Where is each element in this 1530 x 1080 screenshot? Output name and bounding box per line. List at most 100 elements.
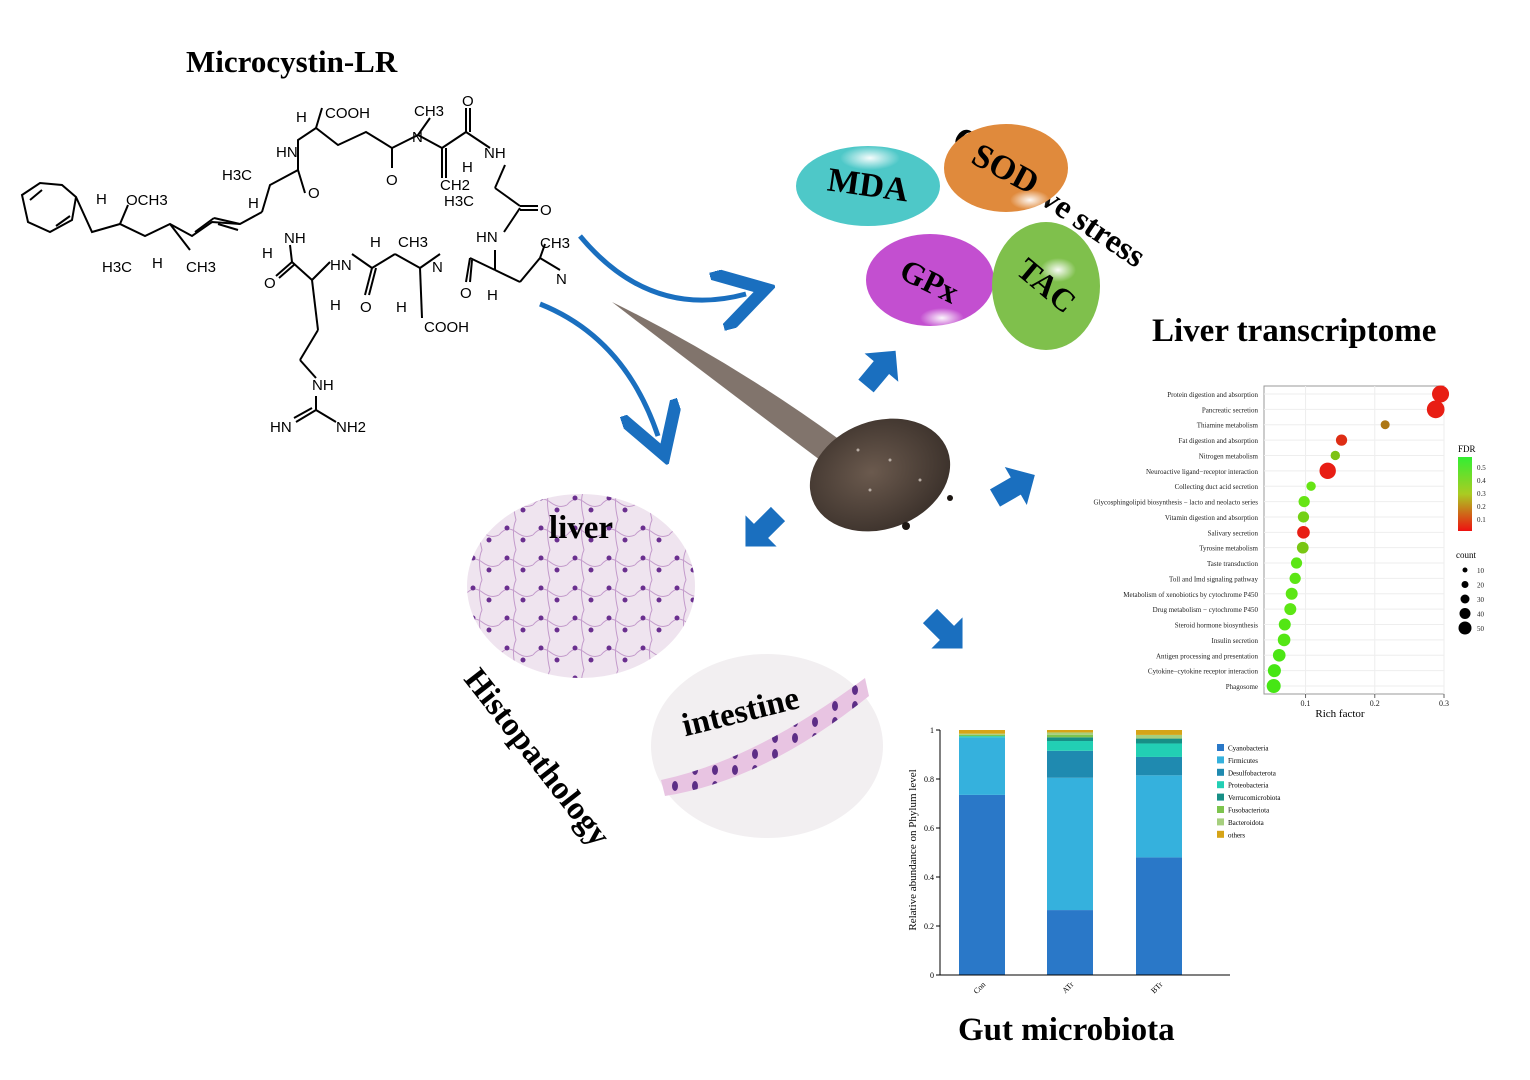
svg-text:HN: HN xyxy=(330,257,352,274)
svg-text:O: O xyxy=(386,172,398,189)
stacked-bar-segment xyxy=(1047,734,1093,738)
stacked-ytick: 1 xyxy=(930,726,934,735)
svg-text:HN: HN xyxy=(270,419,292,436)
block-arrow-up xyxy=(858,350,899,393)
arrow-to-histopathology xyxy=(539,301,658,436)
bubble-point xyxy=(1290,557,1303,569)
stacked-bar-segment xyxy=(1047,730,1093,733)
bubble-point xyxy=(1306,481,1316,491)
svg-text:H: H xyxy=(370,234,381,251)
stacked-ytick: 0 xyxy=(930,971,934,980)
svg-text:O: O xyxy=(460,285,472,302)
count-legend-dot xyxy=(1461,581,1469,588)
bubble-point xyxy=(1426,400,1445,419)
bubble-point xyxy=(1267,664,1281,678)
svg-text:COOH: COOH xyxy=(424,319,469,336)
bubble-point xyxy=(1297,511,1310,523)
stacked-bar-segment xyxy=(1136,775,1182,858)
stacked-bar-segment xyxy=(1136,738,1182,744)
stacked-bar-segment xyxy=(1047,741,1093,751)
svg-text:H: H xyxy=(487,287,498,304)
bubble-point xyxy=(1277,633,1291,647)
stacked-legend-swatch xyxy=(1217,818,1224,826)
stacked-bar-segment xyxy=(1047,737,1093,742)
bubble-point xyxy=(1289,572,1301,585)
svg-text:N: N xyxy=(556,271,567,288)
bubble-point xyxy=(1432,385,1450,403)
stacked-ytick: 0.4 xyxy=(924,873,934,882)
svg-text:O: O xyxy=(540,202,552,219)
liver-histology xyxy=(467,494,695,678)
svg-text:H: H xyxy=(96,191,107,208)
stacked-legend-swatch xyxy=(1217,830,1224,838)
count-legend-dot xyxy=(1460,594,1470,604)
stacked-bar-segment xyxy=(959,736,1005,738)
stacked-category-label: Con xyxy=(972,980,988,996)
svg-text:H: H xyxy=(152,255,163,272)
svg-text:H: H xyxy=(262,245,273,262)
liver-transcriptome-title: Liver transcriptome xyxy=(1152,313,1437,349)
bubble-point xyxy=(1272,648,1286,662)
bubble-point xyxy=(1297,525,1310,539)
stacked-legend-swatch xyxy=(1217,793,1224,801)
bubble-point xyxy=(1296,541,1309,554)
molecule-labels: COOH CH3 H HN N NH O O O O O O O H3C H O… xyxy=(96,93,570,436)
svg-text:CH3: CH3 xyxy=(186,259,216,276)
svg-text:CH2: CH2 xyxy=(440,177,470,194)
stacked-ytick: 0.8 xyxy=(924,775,934,784)
fdr-tick: 0.2 xyxy=(1477,503,1486,511)
bubble-point xyxy=(1298,495,1310,508)
stacked-legend-label: Proteobacteria xyxy=(1228,782,1269,790)
fdr-tick: 0.1 xyxy=(1477,516,1486,524)
stacked-bar-segment xyxy=(959,730,1005,734)
count-legend-dot xyxy=(1459,608,1471,619)
bubble-point xyxy=(1285,587,1298,600)
stacked-ytick: 0.6 xyxy=(924,824,934,833)
stacked-legend-label: Verrucomicrobiota xyxy=(1228,794,1281,802)
bubble-point xyxy=(1284,603,1297,616)
svg-text:H3C: H3C xyxy=(222,167,252,184)
svg-text:N: N xyxy=(432,259,443,276)
sod-blob: SOD xyxy=(944,124,1068,212)
stacked-bar-segment xyxy=(1047,910,1093,975)
bubble-term-label: Insulin secretion xyxy=(1212,637,1259,645)
stacked-legend-swatch xyxy=(1217,806,1224,813)
gut-microbiota-title: Gut microbiota xyxy=(958,1012,1175,1048)
bubble-term-label: Pancreatic secretion xyxy=(1202,406,1259,414)
stacked-legend-label: Firmicutes xyxy=(1228,757,1258,765)
bubble-point xyxy=(1335,434,1348,446)
stacked-ylabel: Relative abundance on Phylum level xyxy=(907,769,919,930)
block-arrow-left xyxy=(745,506,786,547)
mda-blob: MDA xyxy=(796,146,940,226)
bubble-term-label: Fat digestion and absorption xyxy=(1178,437,1258,445)
stacked-legend-label: Cyanobacteria xyxy=(1228,745,1269,753)
svg-text:O: O xyxy=(462,93,474,110)
tadpole-image xyxy=(612,302,953,532)
bubble-term-label: Antigen processing and presentation xyxy=(1156,652,1259,660)
microcystin-title: Microcystin-LR xyxy=(186,44,398,79)
molecule-bonds xyxy=(20,107,561,423)
bubble-term-label: Protein digestion and absorption xyxy=(1167,391,1258,399)
count-legend-dot xyxy=(1462,567,1468,573)
svg-text:COOH: COOH xyxy=(325,105,370,122)
bubble-term-label: Cytokine−cytokine receptor interaction xyxy=(1148,668,1259,676)
stacked-legend-label: Fusobacteriota xyxy=(1228,807,1270,815)
stacked-bar-segment xyxy=(1136,730,1182,735)
count-legend-label: 30 xyxy=(1477,596,1485,604)
stacked-bar-segment xyxy=(1136,756,1182,776)
bubble-term-label: Drug metabolism − cytochrome P450 xyxy=(1153,606,1259,614)
svg-text:H: H xyxy=(296,109,307,126)
svg-text:HN: HN xyxy=(476,229,498,246)
stacked-bar-segment xyxy=(959,733,1005,735)
arrow-to-oxidative xyxy=(578,234,746,300)
histology-images: liver intestine xyxy=(467,494,883,838)
count-legend-label: 50 xyxy=(1477,625,1485,633)
svg-text:O: O xyxy=(308,185,320,202)
count-legend-dot xyxy=(1458,621,1472,635)
fdr-tick: 0.4 xyxy=(1477,477,1486,485)
bubble-term-label: Steroid hormone biosynthesis xyxy=(1175,622,1258,630)
svg-text:NH: NH xyxy=(312,377,334,394)
svg-text:H3C: H3C xyxy=(102,259,132,276)
bubble-xtick: 0.1 xyxy=(1301,699,1311,708)
